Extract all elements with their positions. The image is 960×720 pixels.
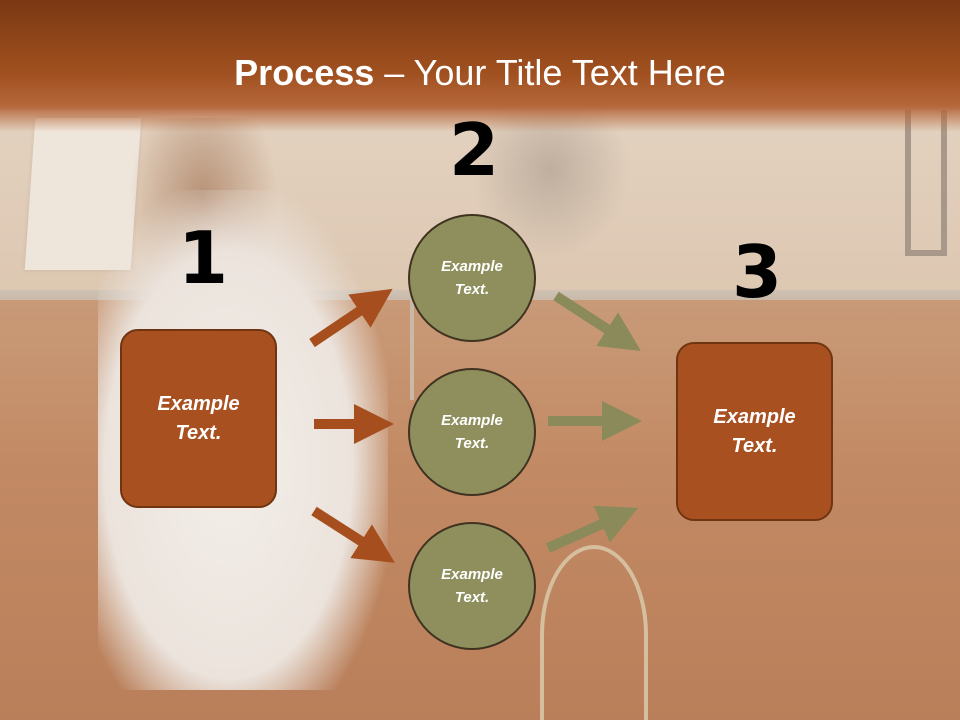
circle-top-text: Example Text.: [427, 255, 517, 301]
circle-top-line1: Example: [441, 258, 503, 275]
circle-bottom-line1: Example: [441, 566, 503, 583]
circle-top-line2: Text.: [454, 281, 490, 298]
left-box-line1: Example: [157, 392, 240, 415]
circle-top: Example Text.: [408, 214, 536, 342]
title-bold: Process: [234, 52, 375, 93]
step-number-3: 3: [732, 230, 783, 314]
right-box-line2: Text.: [731, 434, 778, 457]
circle-middle: Example Text.: [408, 368, 536, 496]
circle-bottom-line2: Text.: [454, 589, 490, 606]
circle-middle-line1: Example: [441, 412, 503, 429]
left-box: Example Text.: [120, 329, 277, 508]
slide-title: Process – Your Title Text Here: [0, 52, 960, 94]
circle-bottom-text: Example Text.: [427, 563, 517, 609]
right-box-text: Example Text.: [695, 403, 815, 461]
step-number-1: 1: [178, 216, 229, 300]
step-number-2: 2: [449, 108, 500, 192]
title-rest: – Your Title Text Here: [374, 52, 726, 93]
circle-bottom: Example Text.: [408, 522, 536, 650]
right-box: Example Text.: [676, 342, 833, 521]
left-box-text: Example Text.: [139, 390, 259, 448]
circle-middle-text: Example Text.: [427, 409, 517, 455]
background-pole: [410, 300, 414, 400]
background-rope: [540, 545, 648, 720]
left-box-line2: Text.: [175, 421, 222, 444]
title-bar: [0, 0, 960, 132]
right-box-line1: Example: [713, 405, 796, 428]
background-frame: [905, 110, 947, 256]
circle-middle-line2: Text.: [454, 435, 490, 452]
